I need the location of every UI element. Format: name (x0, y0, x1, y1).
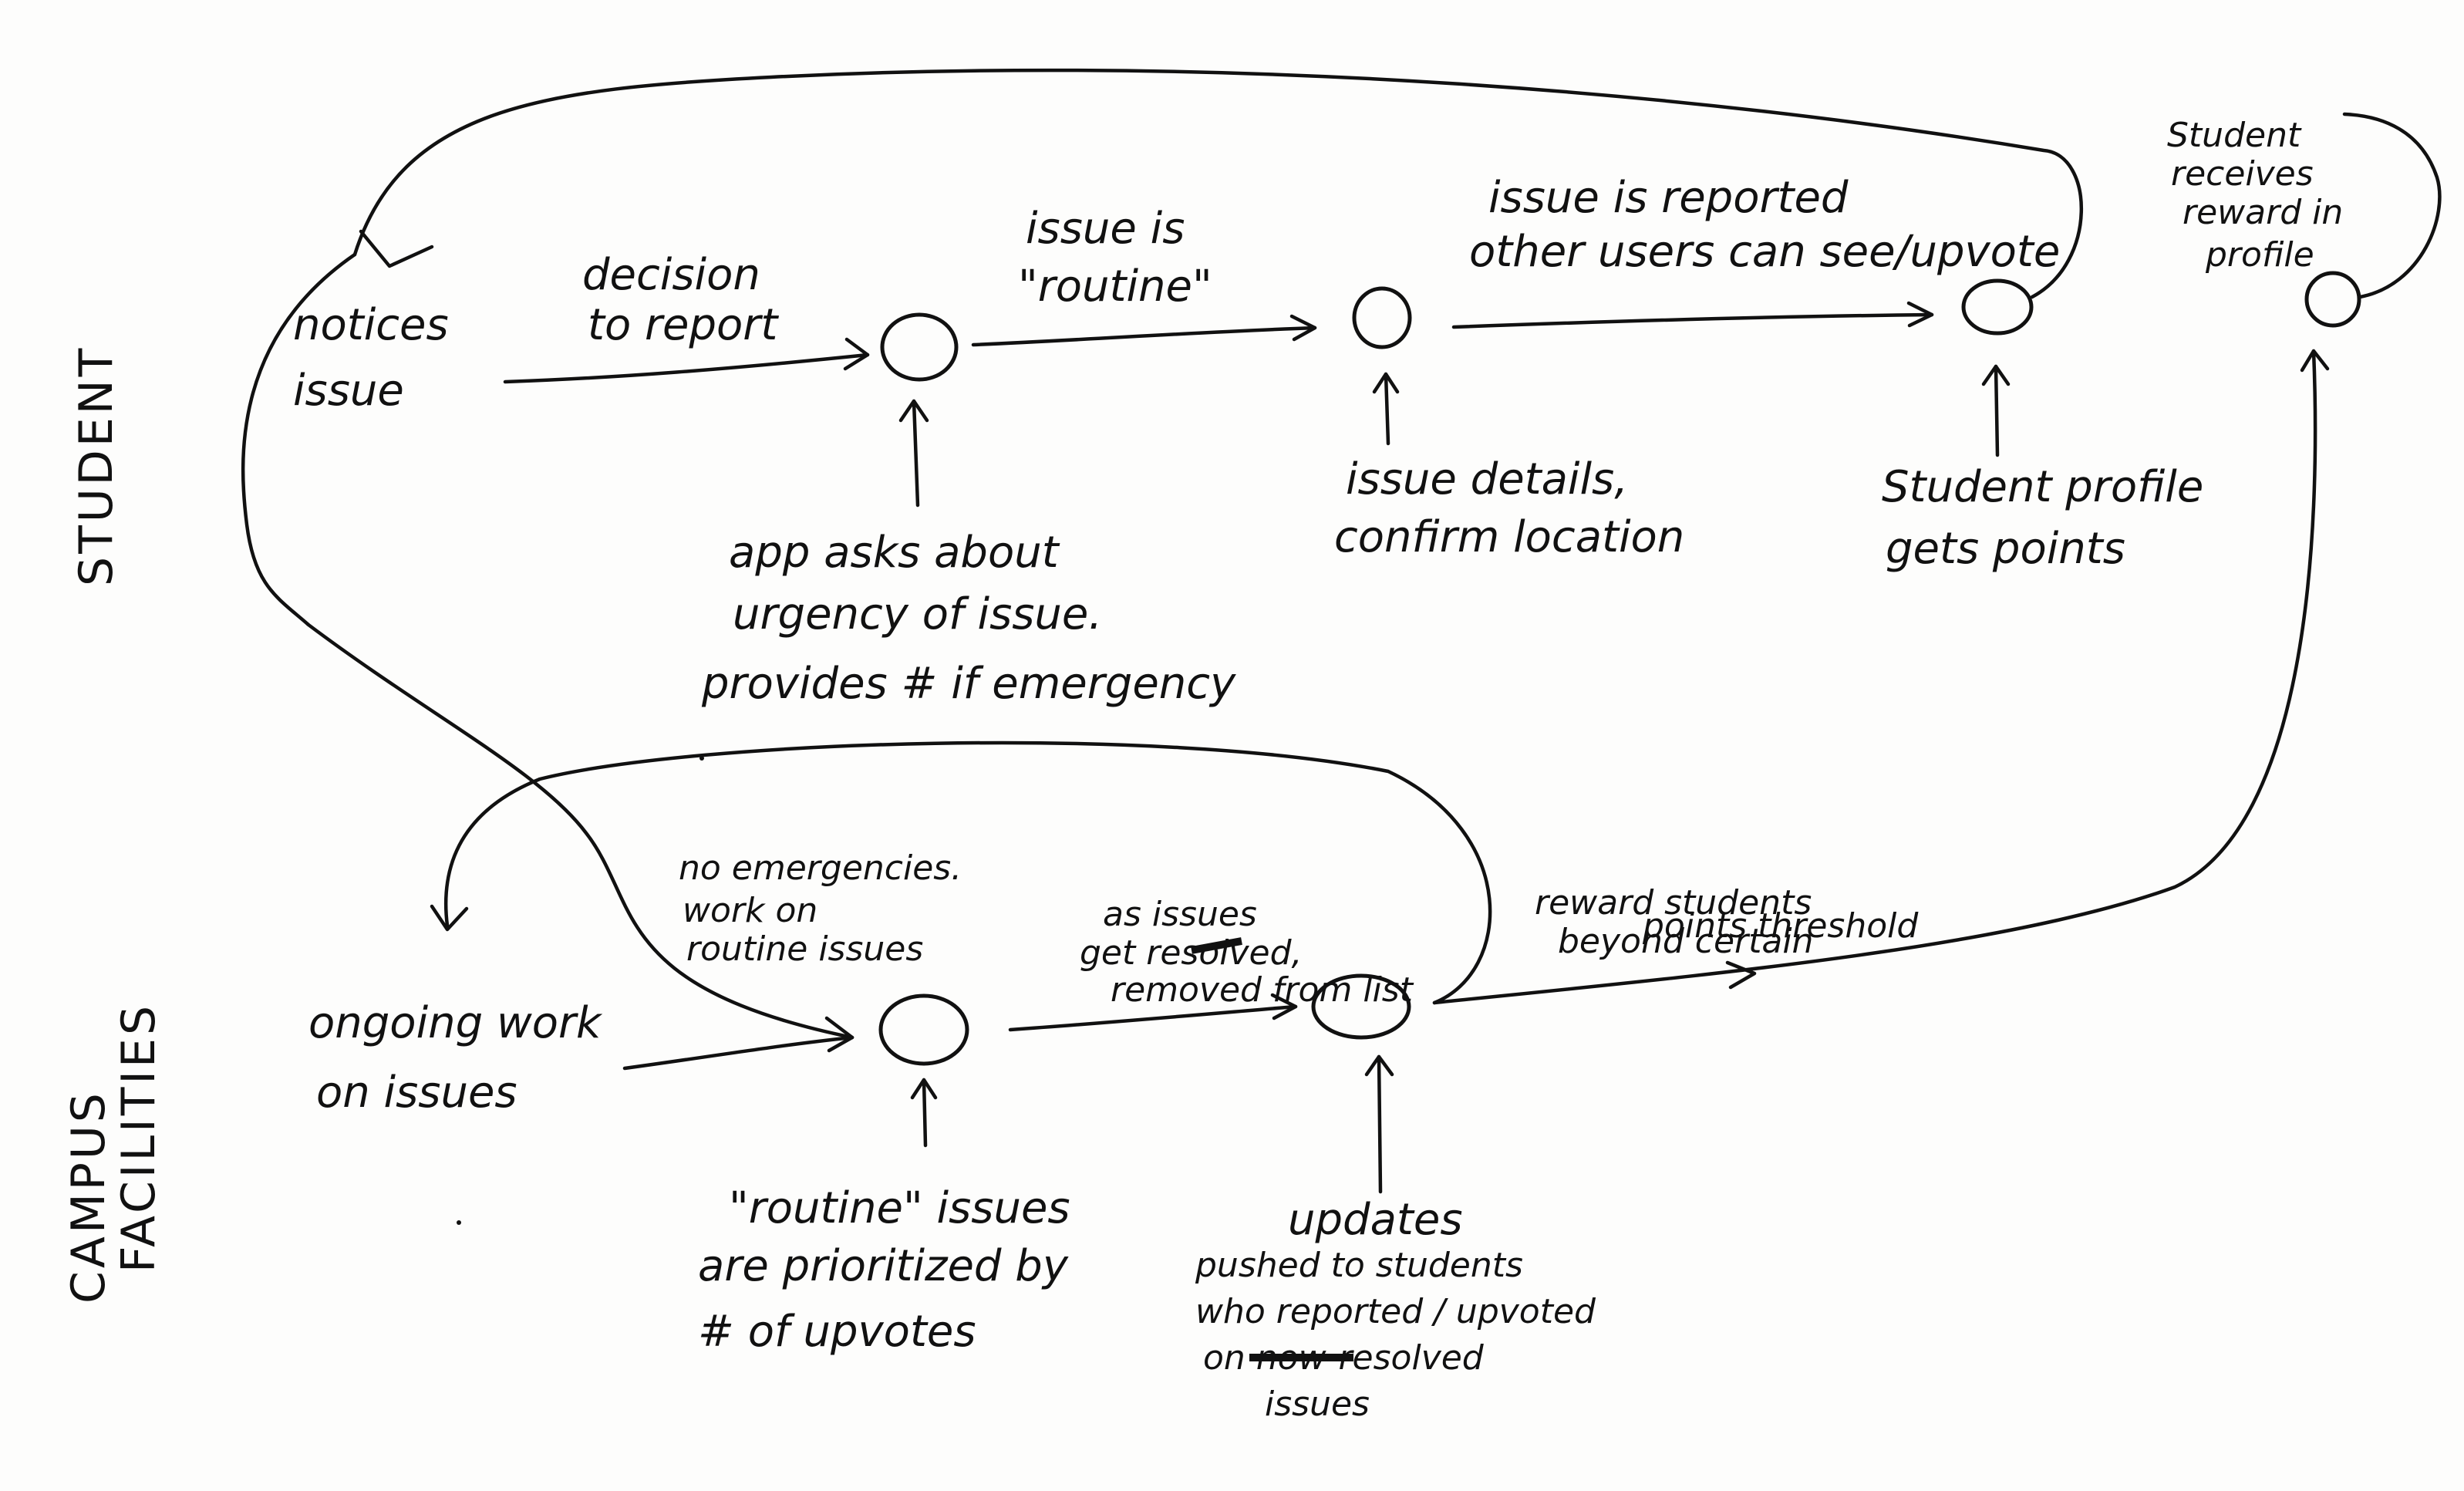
arrowhead-decision (843, 337, 870, 371)
label-details-2: confirm location (1334, 512, 1684, 562)
pen-dot-1 (699, 756, 704, 761)
label-resolved-1: as issues (1103, 895, 1257, 934)
loop-resolved-to-ongoing (443, 740, 1492, 1005)
label-reward-1: Student (2167, 116, 2302, 155)
label-details-1: issue details, (1346, 454, 1628, 504)
strikethrough-resolved (1191, 937, 1242, 954)
arrowhead-reward (2300, 349, 2330, 373)
label-reported-2: other users can see/upvote (1469, 227, 2060, 277)
arrowhead-routine (1289, 314, 1317, 342)
arrowhead-mid-reward (1725, 960, 1757, 990)
label-updates-4: on now-resolved (1203, 1338, 1485, 1378)
arrow-issue-details (1384, 372, 1390, 446)
loop-reward (2342, 112, 2442, 299)
arrow-emergency-path (241, 252, 854, 1040)
arrowhead-prioritized (910, 1078, 938, 1100)
loop-reported-to-notices (352, 68, 2083, 299)
label-noemerg-2: work on (683, 891, 817, 930)
label-ongoing-2: on issues (316, 1068, 517, 1118)
arrowhead-issue-details (1372, 372, 1400, 394)
label-routine-1: issue is (1026, 204, 1185, 254)
arrowhead-reported (1906, 301, 1934, 328)
arrow-student-points (1994, 364, 2000, 457)
label-prior-3: # of upvotes (698, 1307, 976, 1357)
arrow-app-asks (912, 399, 920, 508)
label-reward-2: receives (2171, 154, 2314, 194)
label-notices-2: issue (293, 366, 404, 416)
arrow-resolved-to-reward (1432, 349, 2317, 1005)
label-prior-1: "routine" issues (729, 1183, 1070, 1233)
label-points-1: Student profile (1882, 462, 2203, 512)
label-updates-5: issues (1265, 1385, 1370, 1424)
arrow-decision-to-routine (971, 326, 1317, 347)
arrowhead-app-asks (898, 399, 929, 423)
arrowhead-loop-notices (359, 229, 434, 268)
facilities-node-work (878, 993, 969, 1066)
lane-label-student: STUDENT (69, 346, 123, 586)
label-app-1: app asks about (729, 528, 1060, 578)
label-resolved-2: get resolved, (1080, 933, 1303, 973)
label-decision-2: to report (588, 300, 779, 350)
student-node-reward (2304, 271, 2361, 328)
label-app-3: provides # if emergency (701, 659, 1236, 709)
facilities-node-resolved (1311, 973, 1411, 1040)
arrowhead-updates (1364, 1054, 1394, 1077)
arrow-work-to-resolved (1008, 1004, 1298, 1032)
label-routine-2: "routine" (1018, 261, 1212, 312)
label-noemerg-1: no emergencies. (679, 848, 962, 888)
label-reward-4: profile (2205, 235, 2314, 275)
label-updates-3: who reported / upvoted (1195, 1292, 1596, 1331)
label-rewardst-3: points threshold (1642, 906, 1919, 946)
label-prior-2: are prioritized by (698, 1241, 1069, 1291)
arrow-updates (1377, 1054, 1383, 1194)
student-node-routine (1352, 286, 1412, 349)
label-reward-3: reward in (2183, 193, 2343, 232)
label-rewardst-1: reward students (1535, 883, 1812, 923)
student-node-decision (880, 312, 959, 382)
arrow-ongoing-to-work (622, 1035, 854, 1071)
lane-label-facilities-2: FACILITIES (112, 1003, 166, 1273)
arrowhead-student-points (1981, 364, 2011, 386)
label-reported-1: issue is reported (1488, 173, 1849, 223)
label-rewardst-2: beyond certain (1558, 922, 1813, 961)
arrowhead-loop-ongoing (430, 904, 469, 932)
label-app-2: urgency of issue. (733, 589, 1102, 639)
label-ongoing-1: ongoing work (308, 998, 603, 1048)
label-updates-2: pushed to students (1195, 1246, 1523, 1285)
pen-dot-2 (457, 1220, 461, 1225)
arrow-notices-to-decision (503, 353, 870, 384)
label-resolved-3: removed from list (1111, 970, 1414, 1010)
label-noemerg-3: routine issues (686, 929, 923, 969)
label-points-2: gets points (1886, 524, 2125, 574)
arrow-routine-to-reported (1451, 312, 1934, 329)
arrow-prioritized (922, 1078, 928, 1148)
label-updates-1: updates (1288, 1195, 1463, 1245)
arrowhead-resolved (1270, 993, 1298, 1020)
label-decision-1: decision (582, 250, 760, 300)
label-notices-1: notices (293, 300, 449, 350)
lane-label-facilities-1: CAMPUS (62, 1090, 116, 1304)
student-node-reported (1961, 278, 2034, 336)
